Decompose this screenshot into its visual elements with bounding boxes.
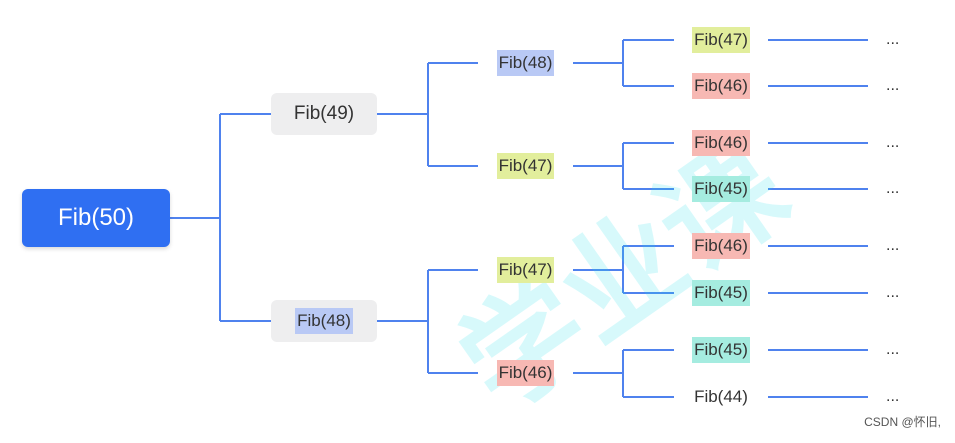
node-level3-3[interactable]: Fib(45) (674, 176, 768, 202)
node-level2-2[interactable]: Fib(47) (478, 257, 573, 283)
node-level3-7[interactable]: Fib(44) (674, 385, 768, 409)
node-level3-4[interactable]: Fib(46) (674, 233, 768, 259)
connector-l2b-l3 (573, 142, 674, 190)
connector-l1a-l2 (377, 62, 478, 167)
node-level2-1[interactable]: Fib(47) (478, 153, 573, 179)
connector-l2c-l3 (573, 245, 674, 294)
connector-root-l1 (170, 113, 271, 322)
ellipsis-7: ... (886, 388, 900, 405)
ellipsis-6: ... (886, 341, 900, 358)
root-node[interactable]: Fib(50) (22, 189, 170, 247)
node-level1-0[interactable]: Fib(49) (271, 93, 377, 135)
ellipsis-2: ... (886, 134, 900, 151)
node-label: Fib(47) (496, 153, 555, 179)
node-label: Fib(47) (496, 257, 555, 283)
node-level2-3[interactable]: Fib(46) (478, 360, 573, 386)
footer-credit: CSDN @怀旧, (864, 415, 941, 429)
node-label: Fib(48) (496, 50, 555, 76)
ellipsis-3: ... (886, 180, 900, 197)
ellipsis-5: ... (886, 284, 900, 301)
connector-l1b-l2 (377, 269, 478, 374)
ellipsis-1: ... (886, 77, 900, 94)
node-label: Fib(46) (692, 130, 750, 156)
node-level3-0[interactable]: Fib(47) (674, 27, 768, 53)
node-label: Fib(46) (496, 360, 555, 386)
node-level3-6[interactable]: Fib(45) (674, 337, 768, 363)
node-label: Fib(45) (692, 176, 750, 202)
ellipsis-0: ... (886, 31, 900, 48)
node-label: Fib(48) (295, 308, 353, 334)
node-label: Fib(49) (293, 103, 355, 124)
node-level1-1[interactable]: Fib(48) (271, 300, 377, 342)
node-label: Fib(47) (692, 27, 750, 53)
node-label: Fib(45) (692, 337, 750, 363)
node-label: Fib(45) (692, 280, 750, 306)
node-level3-2[interactable]: Fib(46) (674, 130, 768, 156)
node-level2-0[interactable]: Fib(48) (478, 50, 573, 76)
connector-l2a-l3 (573, 39, 674, 87)
node-label: Fib(44) (694, 387, 748, 406)
node-level3-5[interactable]: Fib(45) (674, 280, 768, 306)
ellipsis-4: ... (886, 237, 900, 254)
root-label: Fib(50) (57, 204, 135, 231)
node-label: Fib(46) (692, 233, 750, 259)
connector-l3-tails (768, 39, 868, 398)
node-level3-1[interactable]: Fib(46) (674, 73, 768, 99)
node-label: Fib(46) (692, 73, 750, 99)
connector-l2d-l3 (573, 349, 674, 398)
